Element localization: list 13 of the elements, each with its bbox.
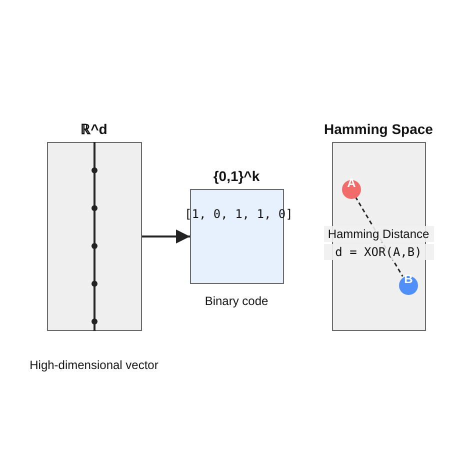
description-text: Hamming Distance bbox=[324, 226, 434, 242]
point-label: B bbox=[403, 272, 414, 286]
panel-title: ℝ^d bbox=[80, 121, 108, 137]
panel-title: {0,1}^k bbox=[212, 168, 261, 184]
point-a-circle bbox=[342, 180, 361, 199]
caption-text: High-dimensional vector bbox=[28, 357, 160, 373]
formula-text: d = XOR(A,B) bbox=[324, 244, 434, 260]
arrow bbox=[142, 230, 190, 244]
point-label: A bbox=[346, 176, 357, 190]
panel-title: Hamming Space bbox=[323, 121, 434, 137]
dashed-line bbox=[354, 196, 404, 277]
caption-text: Binary code bbox=[204, 293, 270, 309]
point-b-circle bbox=[399, 276, 418, 295]
